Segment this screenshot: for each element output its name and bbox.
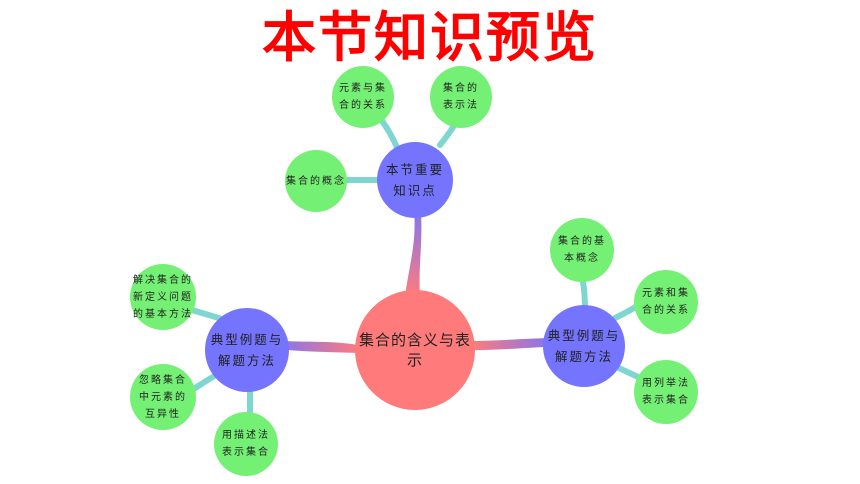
leaf-node[interactable]: 忽略集合 中元素的 互异性	[130, 364, 196, 430]
leaf-node[interactable]: 集合的概念	[285, 150, 347, 212]
leaf-node[interactable]: 集合的 表示法	[430, 66, 492, 128]
connector-center-left	[270, 340, 358, 353]
topic-node-left[interactable]: 典型例题与 解题方法	[205, 308, 289, 392]
center-node[interactable]: 集合的含义与表示	[355, 290, 475, 410]
leaf-node-label: 集合的基 本概念	[558, 236, 606, 264]
leaf-node[interactable]: 用列举法 表示集合	[634, 360, 698, 424]
leaf-node-label: 用列举法 表示集合	[642, 378, 690, 406]
leaf-node[interactable]: 解决集合的 新定义问题 的基本方法	[130, 264, 196, 330]
connector-center-right	[472, 338, 560, 350]
leaf-node[interactable]: 元素与集 合的关系	[332, 66, 394, 128]
topic-node-label: 典型例题与 解题方法	[210, 332, 284, 368]
topic-node-label: 典型例题与 解题方法	[547, 328, 621, 364]
topic-node-label: 本节重要 知识点	[385, 162, 444, 198]
leaf-node[interactable]: 集合的基 本概念	[550, 218, 614, 282]
leaf-node-label: 解决集合的 新定义问题 的基本方法	[133, 274, 193, 320]
leaf-node-label: 元素与集 合的关系	[339, 83, 387, 111]
leaf-node-label: 集合的 表示法	[443, 83, 479, 111]
leaf-node[interactable]: 用描述法 表示集合	[214, 412, 278, 476]
page-title: 本节知识预览	[262, 6, 598, 69]
connector-center-top	[405, 200, 422, 296]
leaf-node-label: 忽略集合 中元素的 互异性	[139, 374, 187, 420]
center-node-label: 集合的含义与表示	[358, 331, 471, 369]
leaf-node-label: 用描述法 表示集合	[222, 430, 270, 458]
leaf-node-label: 元素和集 合的关系	[642, 288, 690, 316]
topic-node-right[interactable]: 典型例题与 解题方法	[543, 305, 625, 387]
leaf-node[interactable]: 元素和集 合的关系	[634, 270, 698, 334]
leaf-node-label: 集合的概念	[286, 175, 346, 187]
topic-node-top[interactable]: 本节重要 知识点	[377, 142, 453, 218]
